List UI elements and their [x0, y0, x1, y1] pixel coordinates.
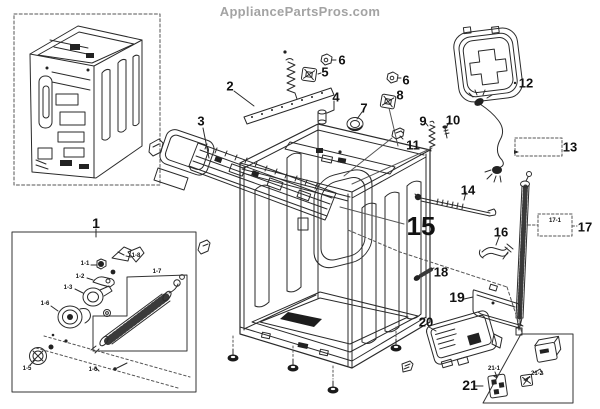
callout-16: 16	[493, 224, 509, 240]
small-clip-left	[197, 239, 211, 255]
subcallout-1-1: 1-1	[80, 261, 90, 267]
callout-21: 21	[462, 377, 478, 393]
grommet-7-drawing	[346, 111, 364, 132]
clip-8-drawing	[379, 93, 399, 147]
cabinet-frame-drawing	[197, 123, 431, 369]
callout-6a: 6	[338, 52, 346, 68]
callout-15: 15	[406, 211, 436, 241]
small-bracket-part	[148, 138, 164, 157]
top-panel-drawing	[153, 127, 337, 221]
bracket-box-21	[474, 333, 574, 404]
callout-18: 18	[433, 264, 449, 280]
screw-18-drawing	[413, 267, 435, 281]
callout-20: 20	[418, 314, 434, 330]
callout-13: 13	[562, 139, 578, 155]
site-title: AppliancePartsPros.com	[219, 4, 381, 19]
leveling-feet	[227, 326, 414, 394]
nut-6a-drawing	[320, 53, 337, 66]
spring-part	[283, 50, 298, 100]
pump-parts-drawing	[29, 246, 191, 389]
foot-clip	[401, 360, 414, 373]
drain-hose-subbox	[92, 274, 188, 352]
clamp-16-drawing	[478, 236, 514, 260]
callout-9: 9	[419, 113, 427, 129]
spring-9-drawing	[351, 120, 436, 185]
callout-14: 14	[460, 182, 476, 198]
power-cord-drawing	[468, 89, 563, 183]
subcallout-1-5: 1-5	[22, 366, 32, 372]
assembled-unit-drawing	[29, 25, 143, 179]
pump-assembly-box	[11, 228, 197, 393]
callout-15-leader	[339, 206, 405, 225]
assembled-unit-box	[13, 13, 164, 186]
subcallout-1-6a: 1-6	[40, 301, 50, 307]
callout-19: 19	[449, 289, 465, 305]
subcallout-1-2: 1-2	[75, 274, 85, 280]
panel-19-drawing	[463, 283, 524, 328]
callout-7: 7	[360, 100, 368, 116]
screw-10-drawing	[442, 120, 451, 139]
callout-8: 8	[396, 87, 404, 103]
rod-17-drawing	[515, 171, 578, 336]
callout-4: 4	[332, 89, 340, 105]
callout-21-1: 21-1	[487, 366, 501, 372]
damper-4-drawing	[317, 100, 335, 125]
brace-strip-drawing	[233, 87, 335, 125]
callout-2: 2	[226, 78, 234, 94]
callout-21-2: 21-2	[530, 371, 544, 377]
drain-hose-drawing	[90, 274, 185, 354]
callout-11: 11	[406, 137, 420, 153]
callout-6b: 6	[402, 72, 410, 88]
relation-leaders	[347, 229, 523, 334]
callout-17-1: 17-1	[548, 218, 562, 224]
callout-17: 17	[577, 219, 593, 235]
bracket-21-1-drawing	[487, 373, 508, 399]
callout-10: 10	[445, 112, 461, 128]
callout-5: 5	[321, 64, 329, 80]
callout-1: 1	[92, 215, 100, 231]
callout-3: 3	[197, 113, 205, 129]
subcallout-1-8: 1-8	[131, 253, 141, 259]
housing-20-drawing	[426, 310, 503, 369]
clip-5-drawing	[300, 66, 318, 83]
rod-14-drawing	[414, 191, 497, 217]
subcallout-1-6b: 1-6	[88, 367, 98, 373]
bracket-21-top-part	[534, 335, 562, 363]
subcallout-1-7: 1-7	[152, 269, 162, 275]
gasket-12-drawing	[453, 25, 523, 103]
callout-12: 12	[518, 75, 534, 91]
clip-11-drawing	[343, 127, 405, 177]
subcallout-1-3: 1-3	[63, 285, 73, 291]
nut-6b-drawing	[386, 71, 402, 84]
